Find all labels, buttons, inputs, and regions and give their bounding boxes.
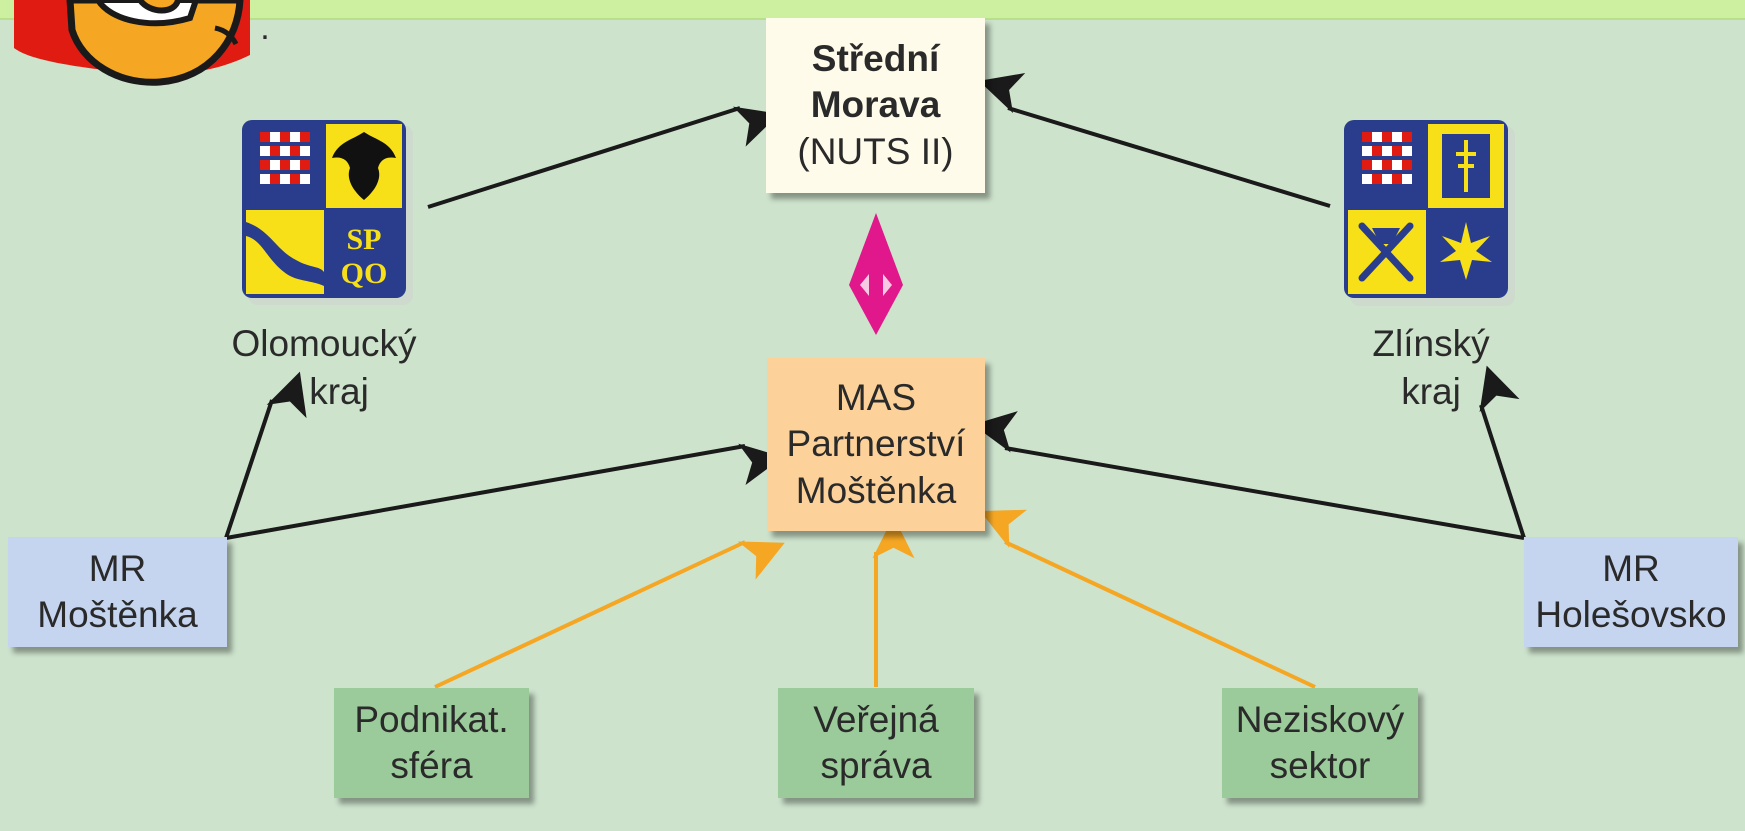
nuts-title-line1: Střední bbox=[811, 38, 940, 80]
olomoucky-line1: Olomoucký bbox=[231, 323, 417, 364]
olomoucky-line2: kraj bbox=[309, 371, 369, 413]
nuts-box: Střední Morava (NUTS II) bbox=[766, 18, 985, 193]
verejna-box: Veřejná správa bbox=[778, 688, 974, 798]
arrow-mr-holesovsko-to-mas bbox=[972, 411, 1525, 540]
neziskovy-line1: Neziskový bbox=[1235, 698, 1405, 740]
nuts-title-line2: Morava bbox=[810, 84, 941, 126]
arrow-mr-mostenka-to-olomoucky bbox=[224, 371, 307, 539]
arrow-zlinsky-to-nuts bbox=[978, 73, 1331, 208]
neziskovy-line2: sektor bbox=[1269, 745, 1371, 786]
mr-mostenka-line1: MR bbox=[88, 547, 147, 589]
mr-holesovsko-box: MR Holešovsko bbox=[1524, 537, 1738, 647]
podnikat-box: Podnikat. sféra bbox=[334, 688, 529, 798]
arrow-neziskovy-to-mas bbox=[980, 509, 1316, 689]
arrow-nuts-mas-bidirectional bbox=[849, 213, 903, 335]
mas-line1: MAS bbox=[835, 377, 917, 419]
mas-line3: Moštěnka bbox=[795, 469, 957, 511]
mr-mostenka-box: MR Moštěnka bbox=[8, 537, 227, 647]
verejna-line2: správa bbox=[820, 745, 932, 786]
zlinsky-label: Zlínský kraj bbox=[1336, 320, 1526, 416]
mas-line2: Partnerství bbox=[786, 423, 966, 465]
podnikat-line1: Podnikat. bbox=[354, 698, 509, 740]
corner-mark: . bbox=[260, 9, 270, 47]
olomoucky-label: Olomoucký kraj bbox=[204, 320, 444, 416]
neziskovy-box: Neziskový sektor bbox=[1222, 688, 1418, 798]
zlinsky-line1: Zlínský bbox=[1372, 323, 1490, 364]
arrow-mr-mostenka-to-mas bbox=[225, 443, 784, 540]
arrow-olomoucky-to-nuts bbox=[427, 106, 780, 209]
cartoon-face-icon bbox=[14, 0, 250, 86]
mas-box: MAS Partnerství Moštěnka bbox=[767, 358, 985, 531]
zlinsky-line2: kraj bbox=[1401, 371, 1461, 413]
arrow-mr-holesovsko-to-zlinsky bbox=[1479, 365, 1526, 539]
arrow-podnikat-to-mas bbox=[434, 540, 785, 689]
mr-mostenka-line2: Moštěnka bbox=[37, 594, 198, 635]
verejna-line1: Veřejná bbox=[813, 698, 939, 740]
podnikat-line2: sféra bbox=[390, 745, 473, 786]
nuts-subtitle: (NUTS II) bbox=[797, 130, 954, 172]
mr-holesovsko-line2: Holešovsko bbox=[1535, 594, 1727, 635]
mr-holesovsko-line1: MR bbox=[1602, 547, 1660, 589]
